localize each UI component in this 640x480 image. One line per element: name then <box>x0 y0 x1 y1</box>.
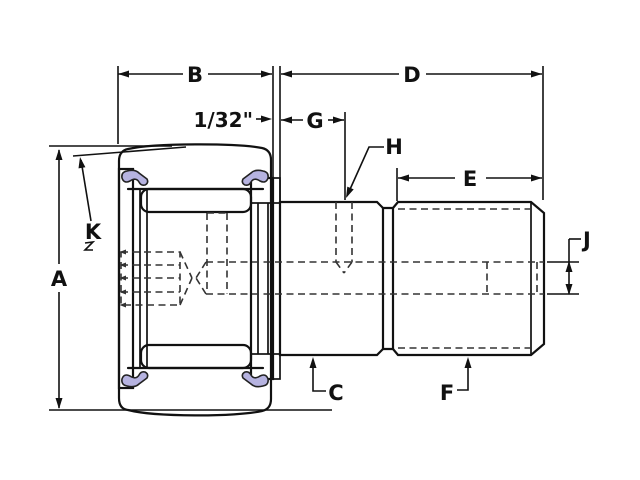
dimension-label-b: B <box>187 63 203 87</box>
dimension-f: F <box>440 357 472 405</box>
dimension-e: E <box>398 167 542 191</box>
dimension-label-f: F <box>440 381 454 405</box>
dimension-label-h: H <box>385 135 403 159</box>
extension-lines <box>117 66 544 379</box>
stud-shaft <box>278 200 546 357</box>
dimension-label-crown-offset: 1/32" <box>194 108 253 132</box>
dimension-label-a: A <box>51 267 68 291</box>
dimension-d: D <box>281 63 542 87</box>
seal-top-left <box>121 169 149 186</box>
dimension-label-c: C <box>328 381 343 405</box>
dimension-a: A <box>49 145 332 411</box>
dimension-label-e: E <box>463 167 477 191</box>
roller-bottom <box>139 343 253 370</box>
dimension-g: G <box>281 109 344 133</box>
seal-bottom-left <box>121 370 149 388</box>
leader-break-mark <box>83 240 96 251</box>
dimension-b: B <box>118 63 272 87</box>
dimension-label-j: J <box>581 228 591 252</box>
dimension-j: J <box>547 228 591 295</box>
grease-hole-shaft <box>335 202 353 274</box>
dimension-label-d: D <box>403 63 420 87</box>
grease-hole-bearing <box>206 212 228 294</box>
seal-bottom-right <box>241 370 269 388</box>
dimension-label-g: G <box>306 109 323 133</box>
dimension-label-k: K <box>85 220 102 244</box>
grease-hole-axial <box>195 261 544 295</box>
hex-socket <box>119 249 193 308</box>
dimension-h: H <box>346 135 403 198</box>
dimension-c: C <box>309 357 344 405</box>
dimension-k: K <box>78 157 102 251</box>
dimension-crown-offset: 1/32" <box>194 108 272 132</box>
roller-top <box>139 187 253 214</box>
seal-top-right <box>241 169 269 186</box>
